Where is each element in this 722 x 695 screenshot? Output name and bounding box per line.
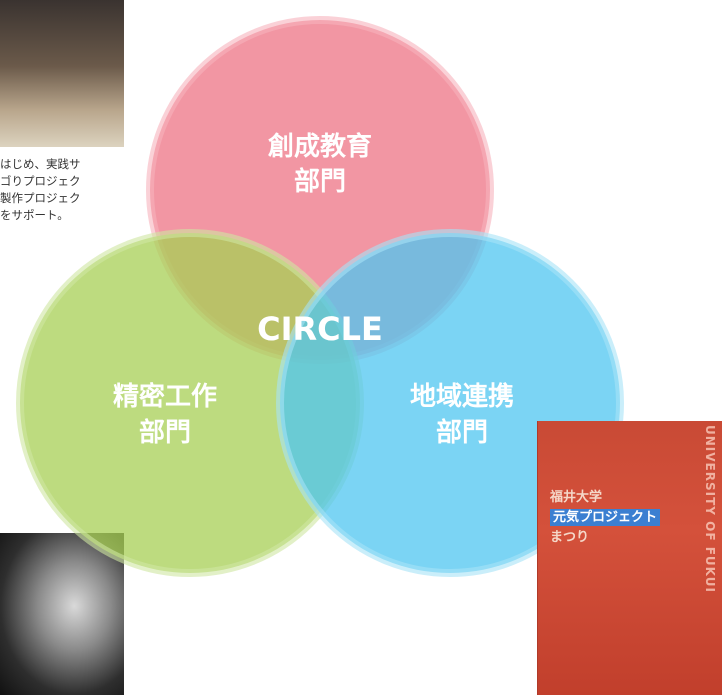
- photo-students-top: [0, 0, 124, 147]
- poster-title-line: 福井大学: [550, 490, 603, 505]
- right-label-line2: 部門: [436, 418, 488, 448]
- circle-right: [276, 229, 624, 577]
- description-text: はじめ、実践サ ゴりプロジェク 製作プロジェク をサポート。: [0, 156, 124, 224]
- description-line: はじめ、実践サ: [0, 157, 81, 171]
- left-label-line2: 部門: [139, 418, 191, 448]
- right-label-line1: 地域連携: [410, 381, 514, 412]
- photo-machine-bottom: [0, 533, 124, 695]
- poster-vertical-text: UNIVERSITY OF FUKUI: [703, 425, 717, 593]
- poster-title-line: まつり: [550, 530, 590, 545]
- poster-title-line: 元気プロジェクト: [550, 509, 661, 526]
- top-label-line2: 部門: [294, 167, 346, 197]
- left-label-line1: 精密工作: [113, 381, 217, 412]
- center-label: CIRCLE: [257, 310, 383, 348]
- top-label-line1: 創成教育: [268, 131, 372, 162]
- poster-image: 福井大学 元気プロジェクト まつり UNIVERSITY OF FUKUI: [537, 421, 722, 695]
- description-line: 製作プロジェク: [0, 191, 81, 205]
- description-line: ゴりプロジェク: [0, 174, 81, 188]
- description-line: をサポート。: [0, 208, 69, 222]
